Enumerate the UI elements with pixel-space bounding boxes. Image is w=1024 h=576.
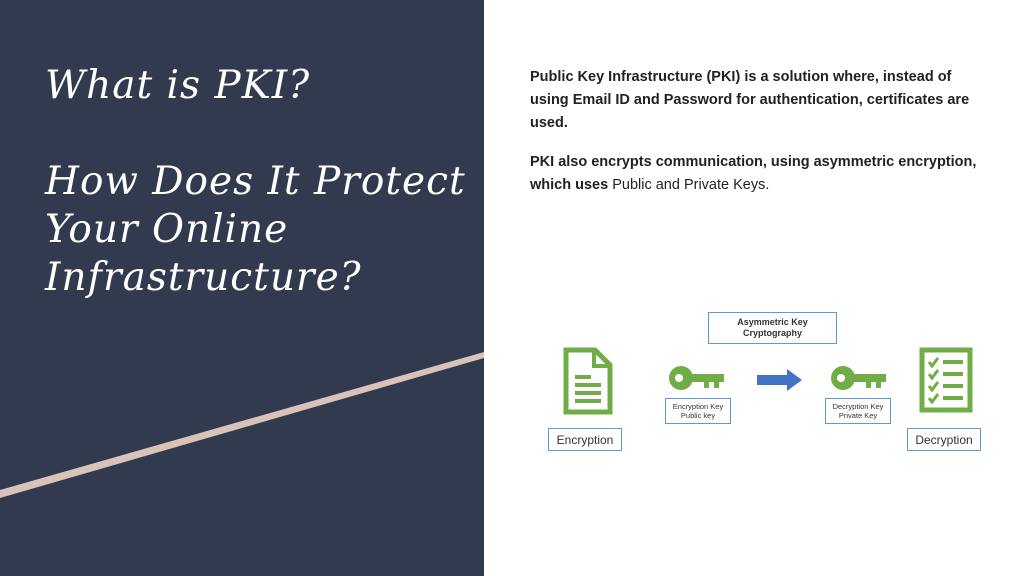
encryption-key-line1: Encryption Key	[672, 402, 724, 411]
body-text: Public Key Infrastructure (PKI) is a sol…	[530, 66, 980, 213]
slide-title: What is PKI? How Does It Protect Your On…	[45, 62, 475, 302]
decryption-label-box: Decryption	[907, 428, 981, 451]
paragraph-pki-encryption: PKI also encrypts communication, using a…	[530, 151, 980, 197]
encryption-key-box: Encryption Key Public key	[665, 398, 731, 424]
decryption-key-line2: Private Key	[838, 411, 878, 420]
encryption-label-box: Encryption	[548, 428, 622, 451]
key-icon	[669, 366, 724, 390]
arrow-right-icon	[757, 369, 802, 391]
diagram-header-line2: Cryptography	[742, 328, 802, 338]
diagram-header-line1: Asymmetric Key	[737, 317, 808, 327]
key-icon	[831, 366, 886, 390]
decryption-key-box: Decryption Key Private Key	[825, 398, 891, 424]
paragraph-pki-definition: Public Key Infrastructure (PKI) is a sol…	[530, 69, 970, 131]
decryption-key-line1: Decryption Key	[832, 402, 884, 411]
document-icon	[563, 347, 613, 415]
title-panel: What is PKI? How Does It Protect Your On…	[0, 0, 484, 576]
paragraph-pki-encryption-keys: Public and Private Keys.	[612, 177, 770, 193]
encryption-key-line2: Public key	[680, 411, 716, 420]
diagram-header-box: Asymmetric Key Cryptography	[708, 312, 837, 344]
title-how-does-it-protect: How Does It Protect Your Online Infrastr…	[45, 159, 466, 300]
checklist-icon	[919, 347, 973, 413]
asymmetric-key-diagram: Asymmetric Key Cryptography Encryption K…	[540, 305, 990, 465]
title-what-is-pki: What is PKI?	[45, 63, 311, 108]
paragraph-pki-encryption-bold: PKI also encrypts communication, using a…	[530, 154, 977, 193]
diagonal-stripe	[0, 352, 484, 498]
